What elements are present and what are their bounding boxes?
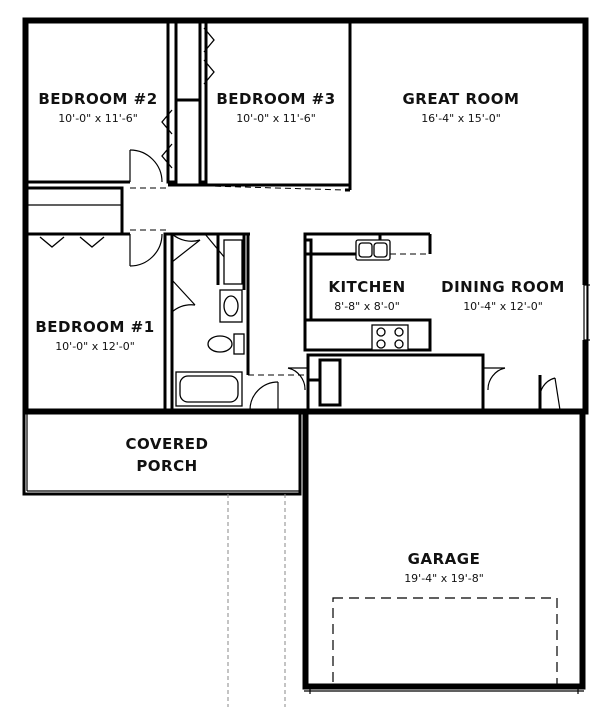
room-labels: BEDROOM #2 10'-0" x 11'-6" BEDROOM #3 10…	[35, 90, 565, 585]
garage	[302, 408, 586, 694]
closet-doors	[39, 27, 215, 248]
fixtures	[175, 239, 409, 407]
bedroom3-dim: 10'-0" x 11'-6"	[236, 112, 316, 125]
interior-walls	[25, 20, 542, 412]
dining-room-name: DINING ROOM	[441, 278, 565, 296]
garage-dim: 19'-4" x 19'-8"	[404, 572, 484, 585]
driveway	[227, 494, 286, 707]
swing-doors	[129, 149, 561, 411]
kitchen-name: KITCHEN	[328, 278, 405, 296]
garage-name: GARAGE	[408, 550, 481, 568]
bedroom1-name: BEDROOM #1	[35, 318, 154, 336]
porch-line2: PORCH	[136, 457, 197, 475]
covered-porch	[22, 409, 302, 496]
bedroom2-name: BEDROOM #2	[38, 90, 157, 108]
bedroom2-dim: 10'-0" x 11'-6"	[58, 112, 138, 125]
porch-line1: COVERED	[126, 435, 209, 453]
kitchen-dim: 8'-8" x 8'-0"	[334, 300, 400, 313]
great-room-dim: 16'-4" x 15'-0"	[421, 112, 501, 125]
bedroom3-name: BEDROOM #3	[216, 90, 335, 108]
great-room-name: GREAT ROOM	[403, 90, 520, 108]
dining-room-dim: 10'-4" x 12'-0"	[463, 300, 543, 313]
bedroom1-dim: 10'-0" x 12'-0"	[55, 340, 135, 353]
